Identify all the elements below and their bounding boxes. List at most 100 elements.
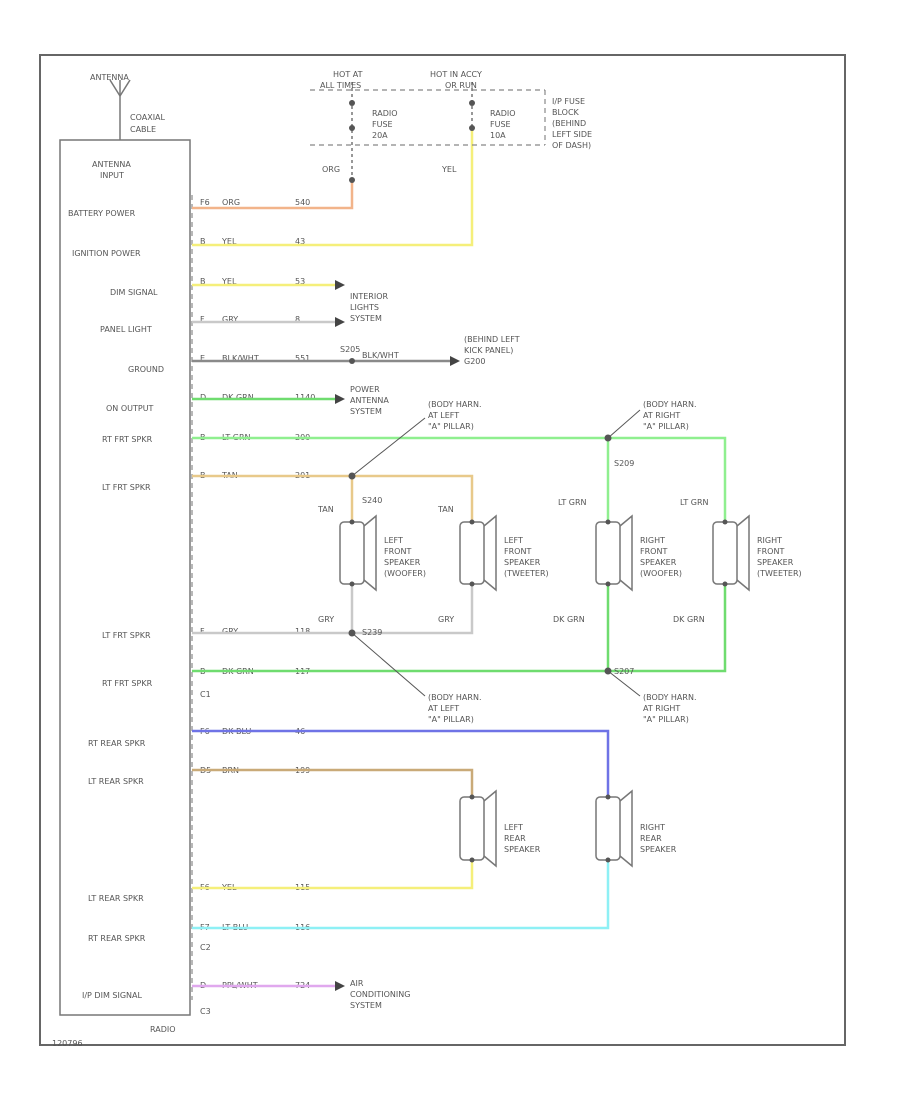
wire-pin: E [200,354,205,363]
splice-bl-2: AT LEFT [428,704,459,713]
rf-tweeter-l2: FRONT [757,547,784,556]
wire-battery-power [192,180,354,210]
splice-dots [348,409,641,697]
wire-label-tan2: TAN [437,505,454,514]
rf-tweeter-l1: RIGHT [757,536,782,545]
speaker-right-rear [595,789,633,868]
splice-tr-3: "A" PILLAR) [643,422,689,431]
hot-at-2: ALL TIMES [320,81,361,90]
wire-annotations: F6 ORG 540 B YEL 43 B YEL 53 F GRY 8 E B… [200,198,315,990]
wire-label-dkgrn1: DK GRN [553,615,585,624]
wire-rt-frt-dkgrn [192,585,727,673]
pin-label: RT REAR SPKR [88,739,146,748]
arrows [335,280,460,991]
wire-lt-frt-tan [192,474,474,520]
wire-circuit: 43 [295,237,305,246]
fuse2-l2: FUSE [490,120,511,129]
ac-l2: CONDITIONING [350,990,410,999]
hot-in-2: OR RUN [445,81,477,90]
rf-woofer-l2: FRONT [640,547,667,556]
splice-br-3: "A" PILLAR) [643,715,689,724]
fuse1-l3: 20A [372,131,388,140]
wire-lt-rear-yel [192,862,474,890]
interior-l1: INTERIOR [350,292,389,301]
rf-woofer-l3: SPEAKER [640,558,677,567]
block-l2: BLOCK [552,108,580,117]
power-antenna-l2: ANTENNA [350,396,389,405]
speaker-lf-woofer [339,514,377,592]
connector-c1: C1 [200,690,211,699]
wire-ignition-power [192,130,474,247]
fuse2-l1: RADIO [490,109,516,118]
footer-code: 120796 [52,1039,83,1048]
splice-tr-1: (BODY HARN. [643,400,697,409]
pin-label: LT FRT SPKR [102,631,151,640]
pin-labels: BATTERY POWER IGNITION POWER DIM SIGNAL … [68,209,164,1000]
rf-woofer-l4: (WOOFER) [640,569,682,578]
ac-l3: SYSTEM [350,1001,382,1010]
wire-label-gry1: GRY [318,615,334,624]
hot-at-1: HOT AT [333,70,363,79]
fuse1-l2: FUSE [372,120,393,129]
block-l1: I/P FUSE [552,97,585,106]
wire-circuit: 53 [295,277,305,286]
splice-s240: S240 [362,496,382,505]
wire-label-ltgrn1: LT GRN [558,498,587,507]
right-rear-l3: SPEAKER [640,845,677,854]
splice-br-1: (BODY HARN. [643,693,697,702]
right-rear-l2: REAR [640,834,662,843]
wire-label-tan1: TAN [317,505,334,514]
pin-label: LT REAR SPKR [88,894,144,903]
power-antenna-l1: POWER [350,385,380,394]
wire-rt-frt-ltgrn [192,436,727,520]
speaker-left-rear [459,789,497,868]
fuse1-l1: RADIO [372,109,398,118]
coax-label-2: CABLE [130,125,156,134]
wire-pin: D [200,393,206,402]
right-rear-l1: RIGHT [640,823,665,832]
wire-rt-rear-dkblu [192,729,610,795]
org-label: ORG [322,165,340,174]
pin-label: LT REAR SPKR [88,777,144,786]
speaker-rf-tweeter [712,514,750,592]
wire-color: BLK/WHT [222,354,259,363]
wire-pin: F [200,315,205,324]
splice-tr-2: AT RIGHT [643,411,680,420]
wire-lt-frt-gry [192,585,474,635]
ground-wire-label: BLK/WHT [362,351,399,360]
splice-s207: S207 [614,667,634,676]
lf-woofer-l1: LEFT [384,536,403,545]
wire-circuit: 551 [295,354,310,363]
connector-c2: C2 [200,943,211,952]
lf-woofer-l4: (WOOFER) [384,569,426,578]
block-l4: LEFT SIDE [552,130,592,139]
antenna-label: ANTENNA [90,73,129,82]
interior-l2: LIGHTS [350,303,379,312]
pin-label: DIM SIGNAL [110,288,158,297]
hot-in-1: HOT IN ACCY [430,70,482,79]
lf-woofer-l3: SPEAKER [384,558,421,567]
antenna-symbol [109,79,131,140]
rf-woofer-l1: RIGHT [640,536,665,545]
block-l5: OF DASH) [552,141,591,150]
lf-tweeter-l1: LEFT [504,536,523,545]
pin-label: ON OUTPUT [106,404,154,413]
wire-pin: B [200,277,206,286]
ground-dest-l1: (BEHIND LEFT [464,335,520,344]
wire-color: YEL [221,277,237,286]
block-l3: (BEHIND [552,119,586,128]
ac-l1: AIR [350,979,364,988]
fuse2-l3: 10A [490,131,506,140]
speaker-rf-woofer [595,514,633,592]
wire-circuit: 8 [295,315,300,324]
rf-tweeter-l4: (TWEETER) [757,569,802,578]
wire-lt-rear-brn [192,768,474,795]
pin-label: RT FRT SPKR [102,435,153,444]
yel-label: YEL [441,165,457,174]
power-antenna-l3: SYSTEM [350,407,382,416]
wire-pin: B [200,237,206,246]
wire-pin: F6 [200,198,210,207]
lf-tweeter-l4: (TWEETER) [504,569,549,578]
splice-tl-3: "A" PILLAR) [428,422,474,431]
